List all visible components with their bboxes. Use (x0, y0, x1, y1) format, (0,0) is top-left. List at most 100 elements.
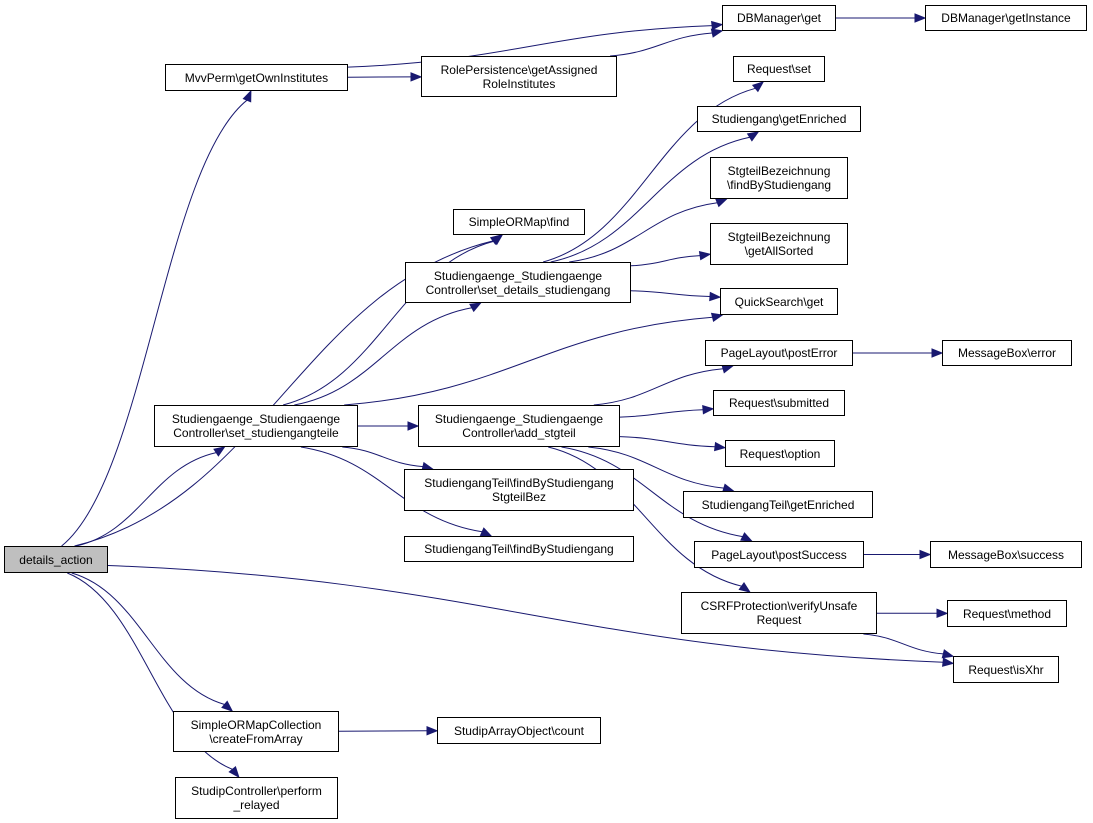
arrowhead-icon (710, 312, 724, 323)
node-label: StgteilBezeichnung (727, 164, 831, 178)
node-label: MessageBox\error (957, 346, 1057, 360)
node-studipcontroller-perform-relayed[interactable]: StudipController\perform _relayed (175, 777, 338, 819)
node-request-submitted[interactable]: Request\submitted (713, 390, 845, 416)
node-label: Controller\set_details_studiengang (425, 282, 611, 297)
node-label: Controller\set_studiengangteile (173, 426, 339, 440)
arrowhead-icon (479, 527, 493, 537)
call-edge (67, 572, 233, 770)
call-edge (342, 446, 424, 468)
node-label: _relayed (233, 798, 280, 812)
call-edge (610, 32, 713, 57)
node-request-isxhr[interactable]: Request\isXhr (953, 656, 1059, 683)
call-edge (588, 446, 724, 489)
arrowhead-icon (709, 291, 722, 302)
node-label: Request\isXhr (968, 662, 1044, 677)
node-studiengang-getenriched[interactable]: Studiengang\getEnriched (697, 106, 861, 132)
call-edge (542, 87, 756, 263)
node-label: Studiengaenge_Studiengaenge (433, 268, 603, 283)
call-edge (548, 446, 742, 587)
call-edge (344, 316, 713, 406)
node-studiengangteil-getenriched[interactable]: StudiengangTeil\getEnriched (683, 491, 873, 518)
node-label: PageLayout\postError (720, 346, 838, 360)
call-edge (619, 436, 716, 448)
call-edge (630, 290, 711, 297)
node-controller-set-details-studiengang[interactable]: Studiengaenge_Studiengaenge Controller\s… (405, 262, 631, 303)
node-simpleormapcollection-createfromarray[interactable]: SimpleORMapCollection \createFromArray (173, 711, 339, 752)
arrowhead-icon (710, 28, 724, 38)
arrowhead-icon (931, 348, 944, 358)
node-label: Studiengaenge_Studiengaenge (434, 412, 604, 426)
arrowhead-icon (491, 234, 504, 246)
node-label: DBManager\get (736, 11, 822, 25)
call-edge (561, 446, 743, 538)
call-edge (282, 240, 495, 406)
node-studiengangteil-findbystudiengang[interactable]: StudiengangTeil\findByStudiengang (404, 536, 634, 562)
arrowhead-icon (242, 89, 252, 103)
node-label: Request\option (739, 446, 821, 461)
node-rolepersistence-getassignedroleinstitutes[interactable]: RolePersistence\getAssigned RoleInstitut… (421, 56, 617, 97)
node-label: DBManager\getInstance (941, 11, 1071, 25)
node-request-option[interactable]: Request\option (725, 440, 835, 467)
node-request-method[interactable]: Request\method (947, 600, 1067, 627)
node-label: Request (756, 613, 802, 627)
arrowhead-icon (942, 657, 955, 667)
call-edge (61, 99, 248, 547)
call-edge (347, 25, 713, 68)
node-label: \createFromArray (209, 731, 303, 746)
node-request-set[interactable]: Request\set (733, 56, 825, 82)
arrowhead-icon (740, 532, 753, 542)
node-pagelayout-posterror[interactable]: PageLayout\postError (705, 340, 853, 366)
arrowhead-icon (715, 198, 728, 208)
node-mvvperm-getowninstitutes[interactable]: MvvPerm\getOwnInstitutes (165, 64, 348, 91)
call-edge (593, 368, 724, 406)
node-dbmanager-getinstance[interactable]: DBManager\getInstance (925, 5, 1087, 31)
arrowhead-icon (751, 81, 765, 93)
node-label: \getAllSorted (744, 244, 814, 258)
node-stgteilbezeichnung-findbystudiengang[interactable]: StgteilBezeichnung \findByStudiengang (710, 157, 848, 199)
call-edge (300, 446, 483, 533)
arrowhead-icon (941, 649, 955, 659)
node-studiengangteil-findbystudiengangstgteilbez[interactable]: StudiengangTeil\findByStudiengang Stgtei… (404, 469, 634, 511)
node-label: CSRFProtection\verifyUnsafe (700, 599, 858, 613)
node-messagebox-success[interactable]: MessageBox\success (930, 541, 1082, 568)
call-edge (76, 452, 217, 547)
node-label: Request\submitted (728, 396, 830, 410)
node-stgteilbezeichnung-getallsorted[interactable]: StgteilBezeichnung \getAllSorted (710, 223, 848, 265)
node-label: RoleInstitutes (482, 76, 556, 91)
call-edge (107, 565, 944, 663)
node-label: StudiengangTeil\findByStudiengang (424, 542, 614, 556)
node-label: RolePersistence\getAssigned (440, 62, 598, 77)
node-pagelayout-postsuccess[interactable]: PageLayout\postSuccess (694, 541, 864, 568)
node-label: QuickSearch\get (734, 294, 824, 309)
node-dbmanager-get[interactable]: DBManager\get (722, 5, 836, 31)
arrowhead-icon (426, 726, 439, 736)
arrowhead-icon (410, 72, 423, 82)
node-label: StudipController\perform (191, 784, 322, 798)
node-label: PageLayout\postSuccess (711, 547, 847, 562)
arrowhead-icon (714, 441, 727, 452)
arrowhead-icon (221, 700, 234, 712)
call-edge (630, 255, 701, 267)
node-controller-add-stgteil[interactable]: Studiengaenge_Studiengaenge Controller\a… (418, 405, 620, 447)
arrowhead-icon (919, 549, 932, 560)
node-simpleormap-find[interactable]: SimpleORMap\find (453, 209, 585, 235)
arrowhead-icon (228, 765, 240, 779)
arrowhead-icon (746, 131, 760, 142)
node-label: Studiengang\getEnriched (711, 112, 847, 126)
arrowhead-icon (469, 302, 482, 313)
node-csrfprotection-verifyunsaferequest[interactable]: CSRFProtection\verifyUnsafe Request (681, 592, 877, 634)
node-label: details_action (19, 552, 93, 567)
node-label: StudiengangTeil\getEnriched (701, 497, 855, 512)
node-studiparrayobject-count[interactable]: StudipArrayObject\count (437, 717, 601, 744)
arrowhead-icon (738, 582, 751, 593)
call-edge (71, 572, 225, 705)
call-edge (863, 633, 944, 655)
node-label: SimpleORMap\find (468, 215, 570, 229)
node-quicksearch-get[interactable]: QuickSearch\get (720, 288, 838, 315)
node-label: Request\set (746, 62, 812, 76)
node-messagebox-error[interactable]: MessageBox\error (942, 340, 1072, 366)
call-edge (550, 136, 750, 263)
node-controller-set-studiengangteile[interactable]: Studiengaenge_Studiengaenge Controller\s… (154, 405, 358, 447)
